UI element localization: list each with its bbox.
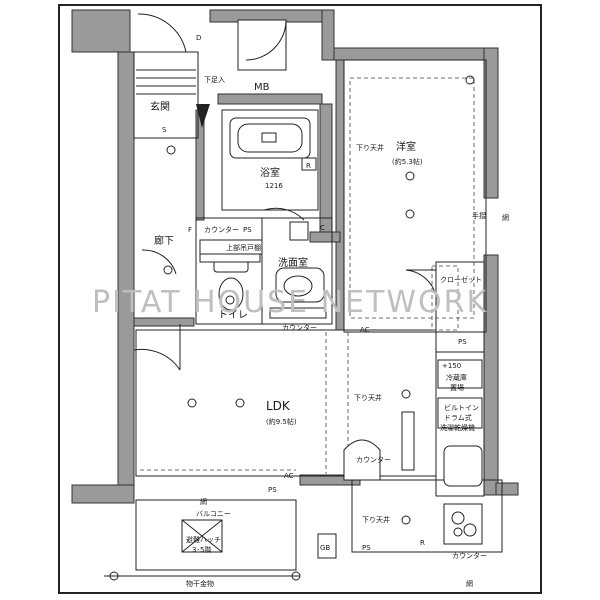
counter-label-kitchen: カウンター — [452, 551, 487, 560]
f-label-hall: F — [188, 226, 192, 234]
ceiling-lights — [163, 75, 475, 525]
builtin-label-3: 洗濯乾燥機 — [440, 423, 475, 432]
toilet-fixture — [199, 253, 261, 311]
dimension-150: +150 — [442, 362, 461, 370]
kitchen-fixtures — [401, 359, 483, 545]
ami-label-right: 網 — [502, 213, 509, 222]
mb-label: MB — [254, 82, 270, 93]
c-label-wash: C — [320, 224, 325, 232]
builtin-label-2: ドラム式 — [444, 413, 472, 422]
wash-basin — [269, 221, 327, 319]
sagari-label-kitchen: 下り天井 — [362, 515, 390, 524]
counter-label-ldk: カウンター — [356, 455, 391, 464]
room-label-yokushitsu: 浴室 — [260, 166, 280, 179]
sagari-label-ldk: 下り天井 — [354, 393, 382, 402]
bathtub — [229, 117, 317, 171]
hatch-label-1: 避難ハッチ — [186, 535, 221, 544]
builtin-label-1: ビルトイン — [444, 403, 479, 412]
balcony-fixtures — [104, 519, 337, 581]
gb-label: GB — [320, 544, 330, 552]
room-size-youshitsu: (約5.3帖) — [392, 157, 423, 166]
sagari-label-youshitsu: 下り天井 — [356, 143, 384, 152]
d-label-door: D — [196, 34, 201, 42]
dropped-ceiling-lines — [140, 77, 475, 474]
fridge-label-1: 冷蔵庫 — [446, 373, 467, 382]
room-label-youshitsu: 洋室 — [396, 140, 416, 153]
s-label-genkan: S — [162, 126, 167, 134]
monohoshi-label: 物干金物 — [186, 579, 214, 588]
ami-label-balcony: 網 — [200, 497, 207, 506]
room-label-balcony: バルコニー — [196, 510, 231, 518]
room-size-ldk: (約9.5帖) — [266, 417, 297, 426]
ps-label-balcony: PS — [268, 486, 277, 494]
room-label-rouka: 廊下 — [154, 234, 174, 247]
r-label-kitchen: R — [420, 539, 425, 547]
room-size-yokushitsu: 1216 — [265, 182, 283, 190]
room-label-toilet: トイレ — [218, 310, 248, 321]
ami-label-bottom: 網 — [466, 579, 473, 588]
counter-arch — [343, 439, 381, 481]
r-label-bath: R — [306, 162, 311, 170]
fridge-label-2: 置場 — [450, 383, 464, 392]
tsuriage-label: 上部吊戸棚 — [226, 243, 261, 252]
ps-label-bottom: PS — [362, 544, 371, 552]
genkan-floor — [136, 69, 210, 128]
counter-label-toilet: カウンター — [204, 225, 239, 234]
door-swings — [133, 13, 437, 371]
counter-label-wash: カウンター — [282, 323, 317, 332]
closet-label: クローゼット — [440, 275, 482, 284]
ac-label-ldk: AC — [284, 472, 294, 480]
hatch-label-2: 3･5階 — [192, 545, 211, 554]
ps-label-kitchen: PS — [458, 338, 467, 346]
room-label-genkan: 玄関 — [150, 100, 170, 113]
shoes-label: 下足入 — [204, 76, 225, 84]
room-label-senmenshitsu: 洗面室 — [278, 256, 308, 269]
ps-label-toilet: PS — [243, 226, 252, 234]
tesuri-label: 手摺 — [472, 211, 486, 220]
ac-label-youshitsu: AC — [360, 326, 370, 334]
room-label-ldk: LDK — [266, 399, 291, 413]
watermark: PITAT HOUSE NETWORK — [92, 285, 488, 320]
